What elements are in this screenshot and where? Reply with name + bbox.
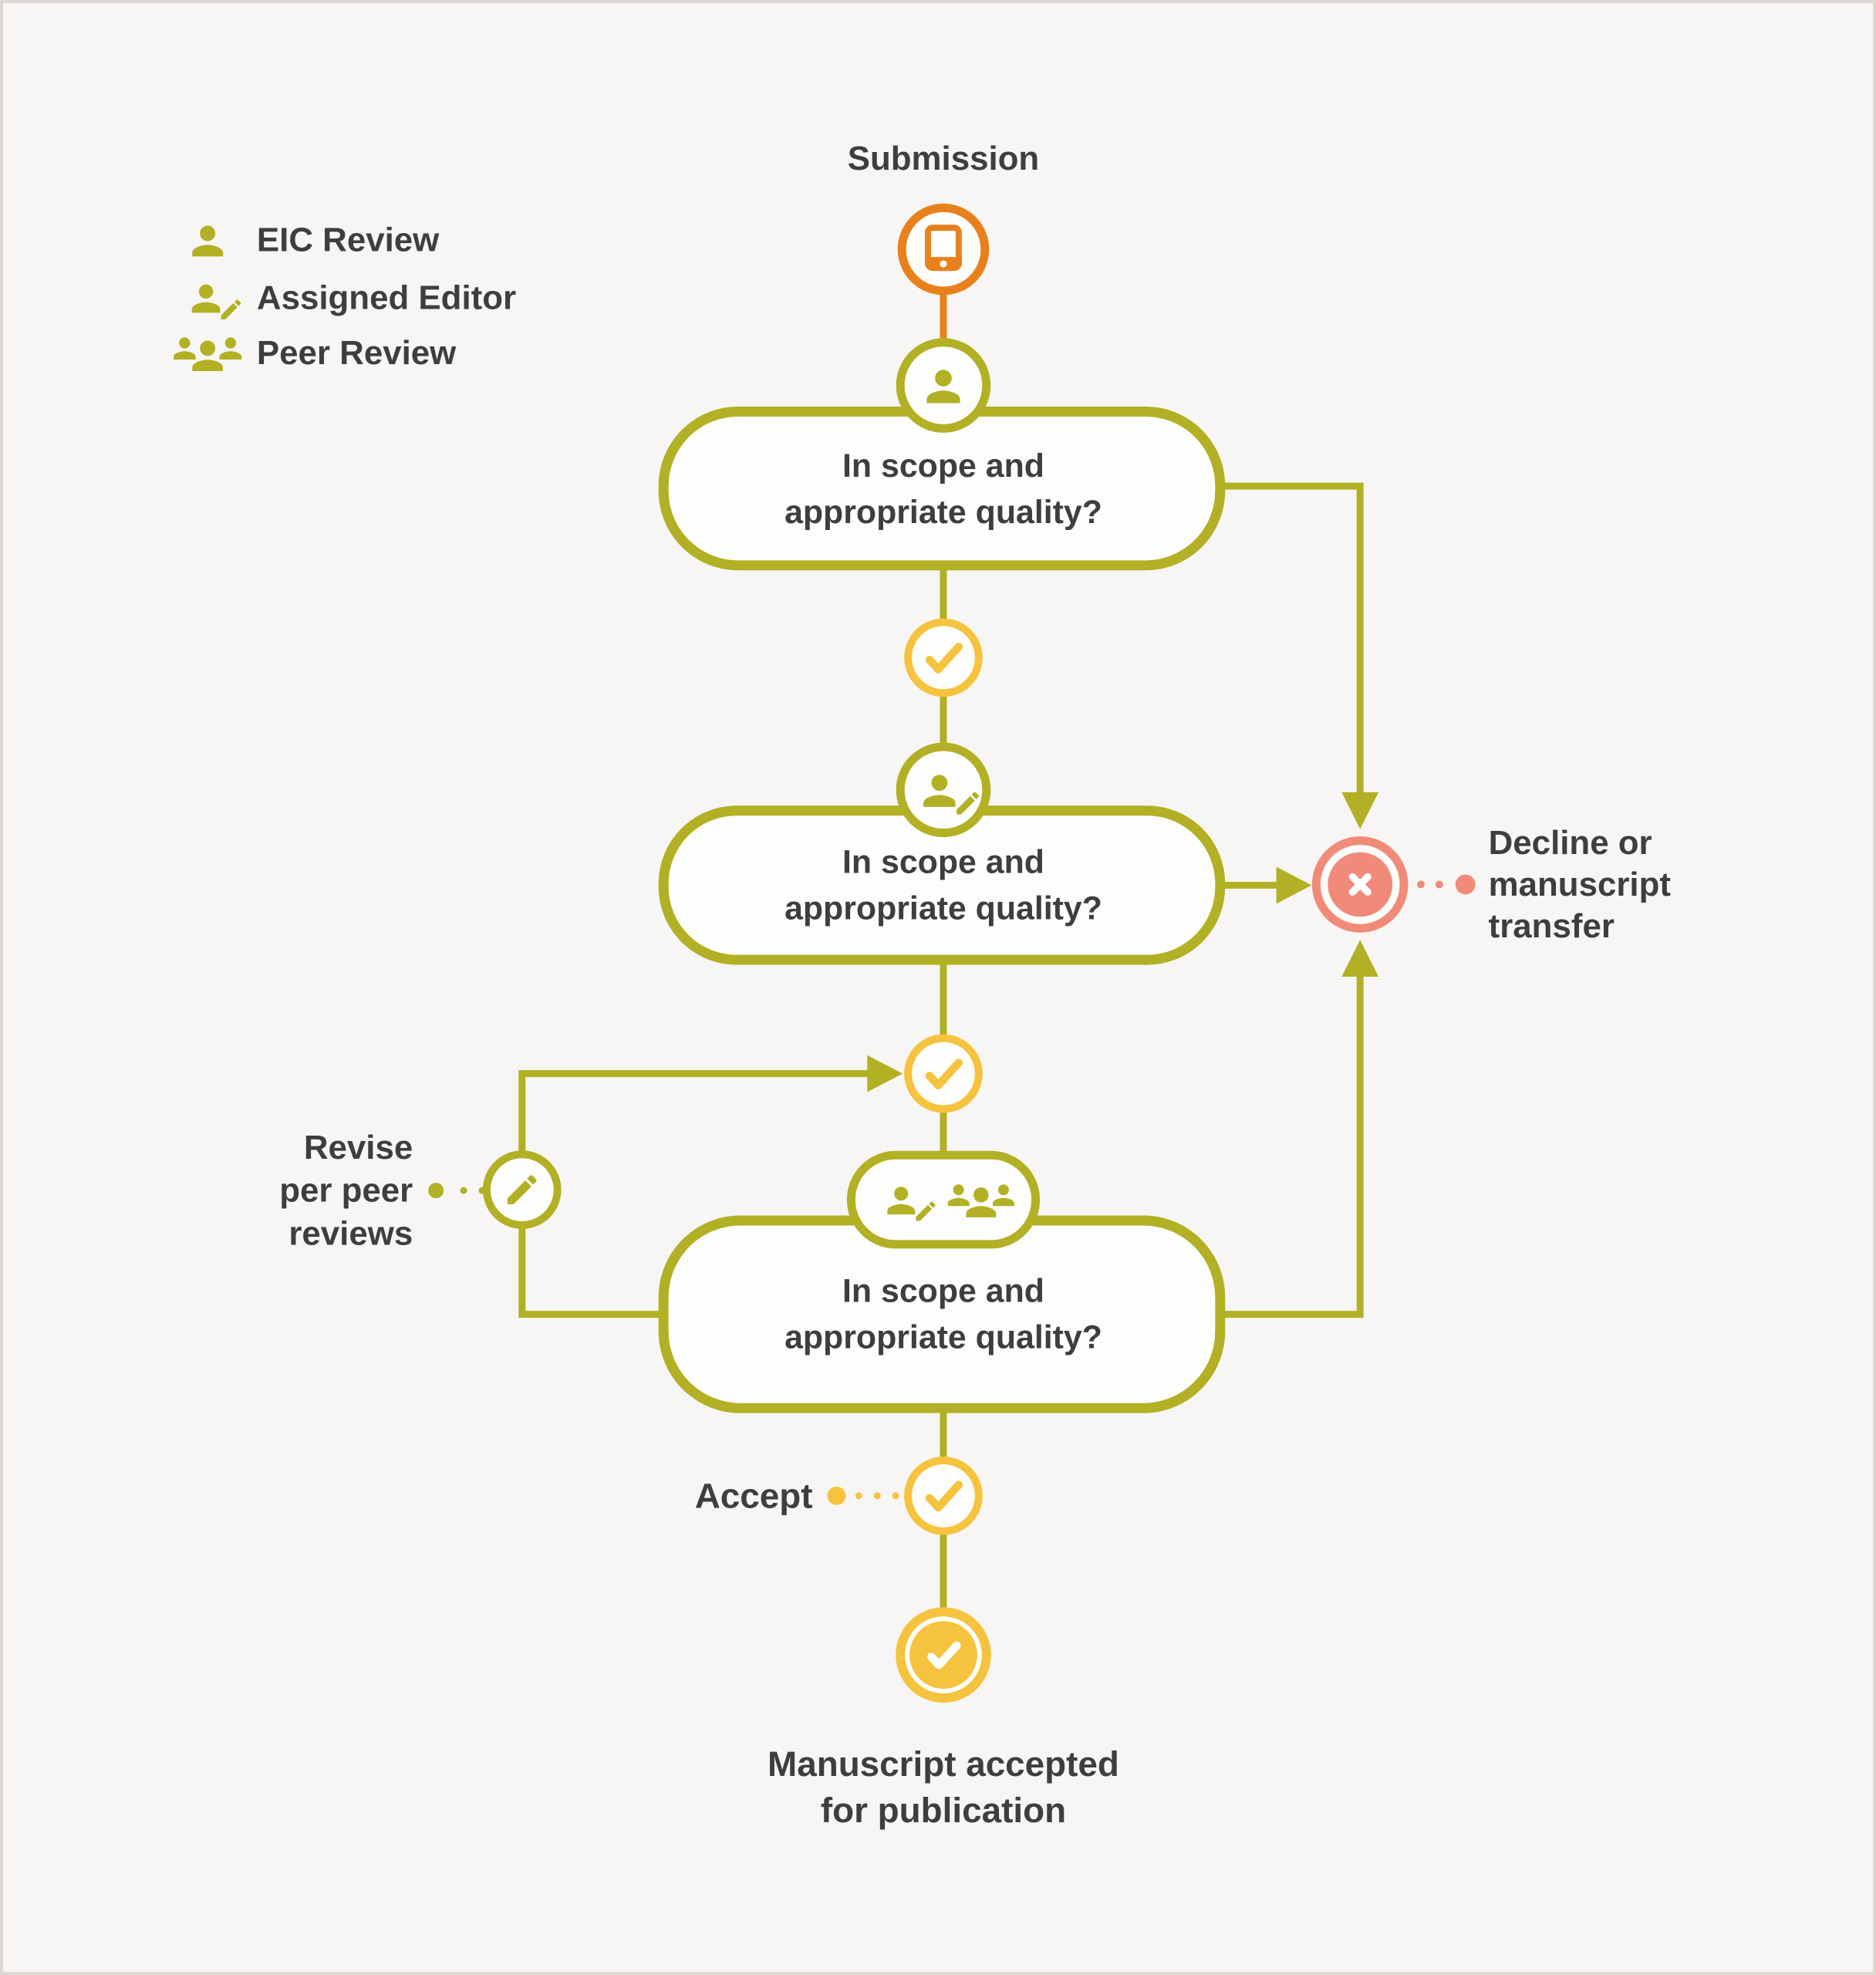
- submission-circle: [897, 203, 990, 295]
- decision-box-outline: [658, 406, 1226, 571]
- legend-label-eic-review: EIC Review: [257, 221, 440, 259]
- peer-badge-pill: [846, 1150, 1041, 1249]
- decision-question-line: appropriate quality?: [784, 1319, 1102, 1356]
- dot: [855, 1492, 862, 1500]
- decline-label-line: manuscript: [1489, 866, 1672, 903]
- decision-box-assigned-editor: In scope and appropriate quality?: [658, 742, 1226, 965]
- revise-label-line: Revise: [304, 1129, 413, 1166]
- dot: [460, 1187, 467, 1194]
- check-circle: [904, 618, 983, 697]
- connector-box3-to-decline: [1220, 974, 1364, 1318]
- check-circle: [904, 1456, 983, 1535]
- decline-node: Decline or manuscript transfer: [1311, 824, 1672, 945]
- arrowhead-right-icon: [1276, 866, 1312, 904]
- accepted-label-line: Manuscript accepted: [768, 1744, 1119, 1784]
- dot: [892, 1492, 899, 1500]
- arrowhead-up-icon: [1341, 940, 1379, 977]
- pass-check-2: [904, 1034, 983, 1113]
- legend-label-assigned-editor: Assigned Editor: [257, 279, 516, 316]
- decision-question-line: In scope and: [842, 1273, 1044, 1310]
- editor-badge-circle: [896, 742, 991, 838]
- submission-label: Submission: [848, 140, 1039, 177]
- decision-question-line: In scope and: [842, 447, 1044, 484]
- check-circle: [904, 1034, 983, 1113]
- accept-label: Accept: [695, 1476, 813, 1515]
- decision-question-line: In scope and: [842, 844, 1044, 881]
- submission-node: Submission: [848, 140, 1039, 295]
- dot: [827, 1486, 846, 1505]
- dot: [478, 1187, 486, 1194]
- people-group-icon: [174, 337, 241, 371]
- revise-node: Revise per peer reviews: [279, 1129, 562, 1252]
- legend-label-peer-review: Peer Review: [257, 334, 457, 372]
- arrowhead-right-icon: [867, 1055, 903, 1092]
- dot: [1416, 880, 1425, 889]
- accepted-node: Manuscript accepted for publication: [768, 1607, 1119, 1830]
- accept-node: Accept: [695, 1456, 983, 1535]
- dot: [428, 1183, 444, 1199]
- decision-box-eic-review: In scope and appropriate quality?: [658, 338, 1226, 571]
- decision-question-line: appropriate quality?: [784, 494, 1102, 531]
- revise-label-line: reviews: [288, 1214, 413, 1252]
- decision-box-outline: [658, 1215, 1226, 1413]
- arrowhead-down-icon: [1341, 792, 1379, 829]
- flow-diagram: EIC Review Assigned Editor Peer Review S…: [3, 140, 1672, 1830]
- decline-label-line: transfer: [1489, 907, 1615, 945]
- decline-label-line: Decline or: [1489, 824, 1652, 862]
- decision-question-line: appropriate quality?: [784, 890, 1102, 927]
- legend: EIC Review Assigned Editor Peer Review: [174, 221, 516, 373]
- accepted-label-line: for publication: [821, 1791, 1066, 1830]
- dot: [1435, 880, 1443, 889]
- person-icon: [192, 225, 224, 257]
- connector-box1-to-decline: [1220, 482, 1364, 795]
- decision-box-peer-review: In scope and appropriate quality?: [658, 1150, 1226, 1413]
- person-edit-icon: [192, 285, 241, 319]
- dot: [873, 1492, 881, 1500]
- pass-check-1: [904, 618, 983, 697]
- dot: [1455, 874, 1476, 895]
- revise-label-line: per peer: [279, 1172, 413, 1210]
